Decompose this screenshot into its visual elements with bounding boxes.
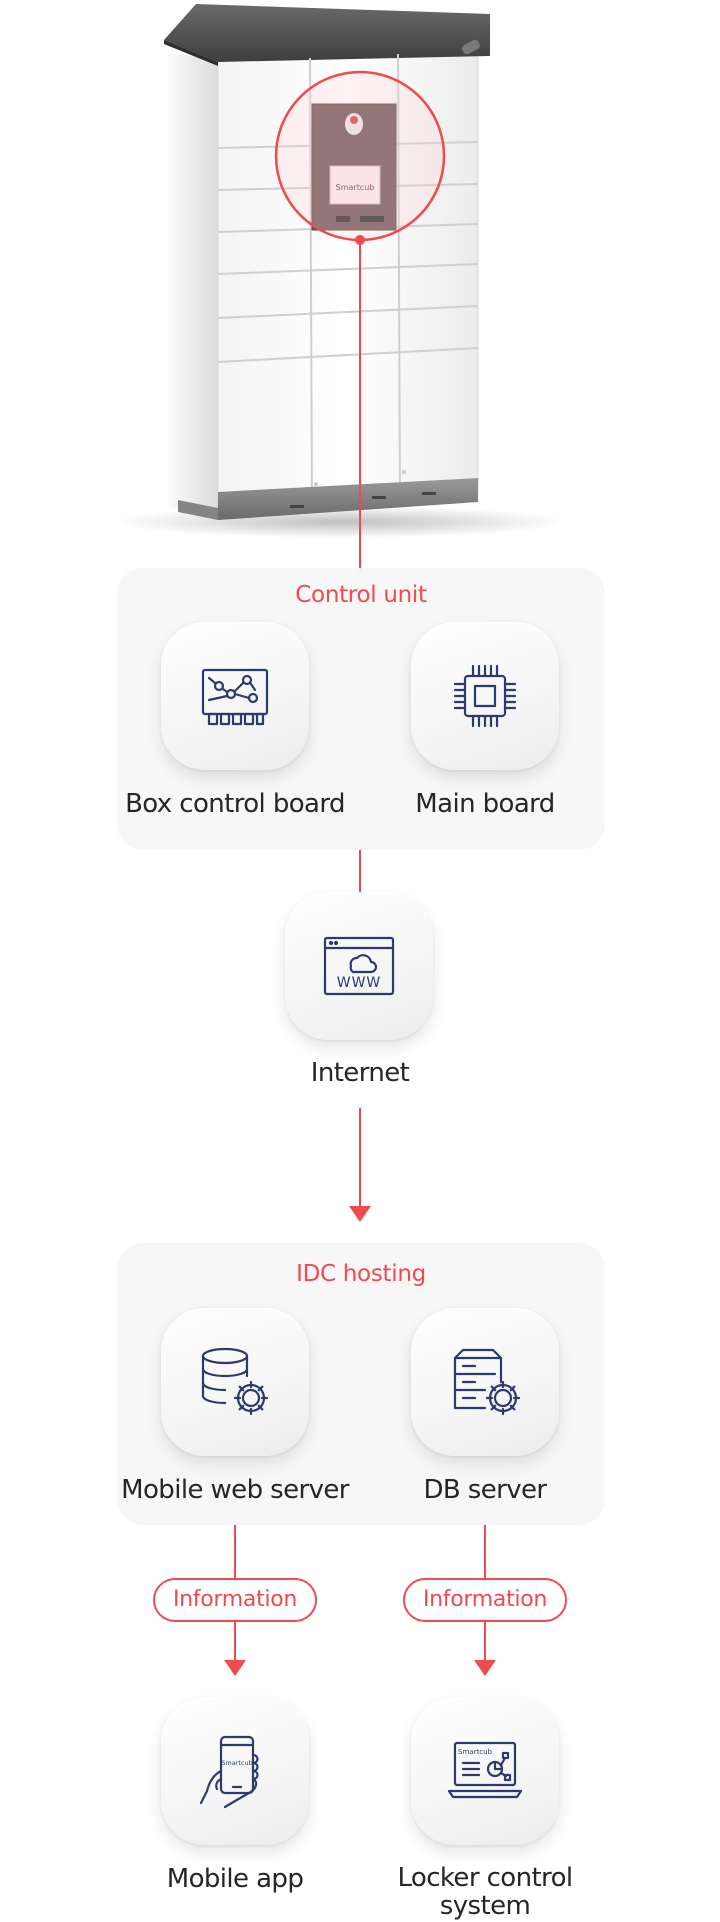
mobile-app-tile: Smartcub xyxy=(161,1697,309,1845)
smart-locker-illustration: Smartcub xyxy=(110,4,570,538)
arrow-head-to-locker-control xyxy=(474,1660,496,1676)
locker-camera xyxy=(462,39,480,55)
main-board-tile xyxy=(411,622,559,770)
connector-internet-to-idc xyxy=(359,1108,361,1206)
information-pill-right: Information xyxy=(403,1578,567,1622)
laptop-dashboard-icon: Smartcub xyxy=(447,1741,523,1799)
db-server-tile xyxy=(411,1308,559,1456)
locker-brand-text: Smartcub xyxy=(336,183,375,192)
mobile-app-label: Mobile app xyxy=(166,1864,304,1894)
mobile-web-server-label: Mobile web server xyxy=(121,1475,349,1505)
control-unit-highlight-circle xyxy=(274,70,446,242)
connector-web-server-to-info xyxy=(234,1525,236,1579)
locker-control-panel: Smartcub xyxy=(311,103,397,231)
control-unit-title: Control unit xyxy=(295,582,427,608)
connector-locker-to-control-unit xyxy=(359,240,361,568)
locker-control-system-label: Locker control system xyxy=(375,1864,595,1920)
www-cloud-icon: WWW xyxy=(323,936,395,996)
connector-control-unit-to-internet xyxy=(359,850,361,892)
connector-info-to-locker-control xyxy=(484,1622,486,1660)
information-pill-left: Information xyxy=(153,1578,317,1622)
connector-db-server-to-info xyxy=(484,1525,486,1579)
cpu-chip-icon xyxy=(453,664,517,728)
locker-control-system-label-line2: system xyxy=(439,1891,531,1921)
locker-control-system-tile: Smartcub xyxy=(411,1697,559,1845)
arrow-head-to-idc xyxy=(349,1206,371,1222)
connector-info-to-mobile-app xyxy=(234,1622,236,1660)
db-server-label: DB server xyxy=(423,1475,547,1505)
mobile-app-brand: Smartcub xyxy=(221,1759,252,1767)
database-gear-icon xyxy=(201,1347,269,1416)
box-control-board-tile xyxy=(161,622,309,770)
idc-hosting-title: IDC hosting xyxy=(296,1261,426,1287)
main-board-label: Main board xyxy=(415,789,555,819)
box-control-board-label: Box control board xyxy=(125,789,345,819)
internet-tile: WWW xyxy=(285,892,433,1040)
www-text: WWW xyxy=(337,975,382,991)
arrow-head-to-mobile-app xyxy=(224,1660,246,1676)
internet-label: Internet xyxy=(310,1058,410,1088)
locker-control-system-label-line1: Locker control xyxy=(397,1863,573,1893)
server-gear-icon xyxy=(453,1348,521,1416)
circuit-board-icon xyxy=(201,668,269,726)
mobile-web-server-tile xyxy=(161,1308,309,1456)
hand-phone-icon: Smartcub xyxy=(199,1735,259,1809)
locker-control-brand: Smartcub xyxy=(458,1748,492,1756)
